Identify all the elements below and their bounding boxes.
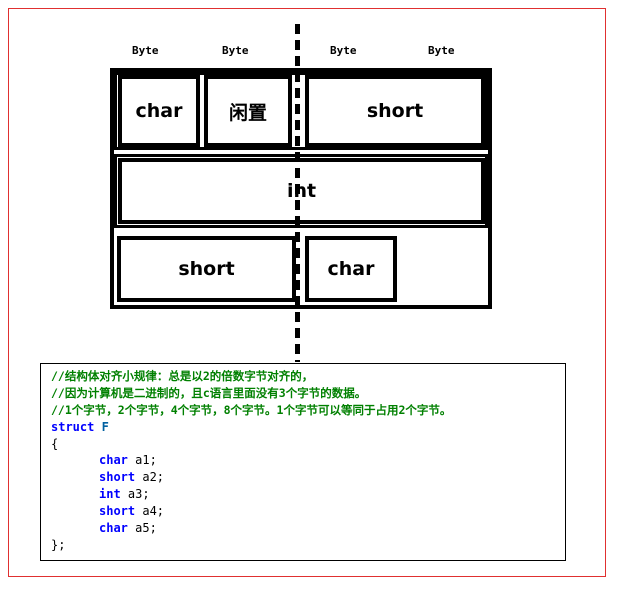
member-type: char: [99, 521, 128, 536]
member-type: char: [99, 453, 128, 468]
byte-label-1: Byte: [132, 44, 159, 57]
close-brace: };: [51, 537, 66, 552]
member-name: a4;: [142, 504, 165, 519]
byte-boundary-divider: [295, 24, 300, 362]
member-line: short a2;: [51, 469, 565, 486]
member-line: int a3;: [51, 486, 565, 503]
struct-keyword: struct: [51, 419, 95, 434]
member-name: a3;: [127, 487, 150, 502]
member-name: a1;: [135, 453, 157, 468]
outer-frame: [8, 8, 606, 577]
cell-char-a1: char: [118, 75, 200, 147]
cell-int-a3: int: [118, 158, 485, 224]
cell-padding: 闲置: [204, 75, 292, 147]
member-type: short: [99, 504, 136, 519]
member-line: char a5;: [51, 520, 565, 537]
cell-short-a4: short: [117, 236, 296, 302]
open-brace: {: [51, 436, 59, 451]
code-block: //结构体对齐小规律：总是以2的倍数字节对齐的， //因为计算机是二进制的，且c…: [40, 363, 566, 561]
struct-name: F: [101, 419, 109, 434]
member-name: a5;: [135, 521, 157, 536]
cell-short-a2: short: [305, 75, 485, 147]
member-type: int: [99, 487, 121, 502]
byte-label-4: Byte: [428, 44, 455, 57]
byte-label-2: Byte: [222, 44, 249, 57]
struct-declaration: struct F: [51, 419, 565, 436]
member-line: short a4;: [51, 503, 565, 520]
comment-line-1: //结构体对齐小规律：总是以2的倍数字节对齐的，: [51, 369, 314, 383]
byte-label-3: Byte: [330, 44, 357, 57]
member-type: short: [99, 470, 136, 485]
comment-line-3: //1个字节，2个字节，4个字节，8个字节。1个字节可以等同于占用2个字节。: [51, 402, 452, 417]
cell-char-a5: char: [305, 236, 397, 302]
member-name: a2;: [142, 470, 165, 485]
comment-line-2: //因为计算机是二进制的，且c语言里面没有3个字节的数据。: [51, 385, 367, 400]
member-line: char a1;: [51, 452, 565, 469]
